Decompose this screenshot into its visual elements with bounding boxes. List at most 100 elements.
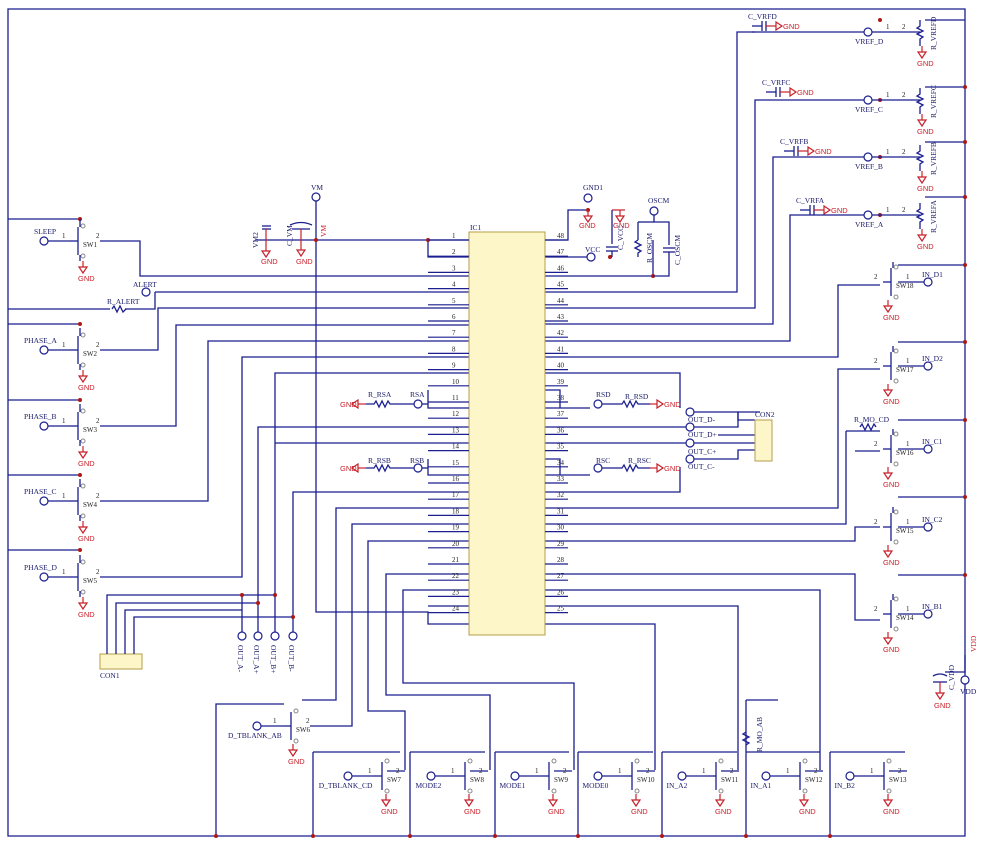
out-a-plus-port[interactable]: [253, 631, 263, 641]
port-phase_a[interactable]: [39, 345, 49, 355]
r-alert-label: R_ALERT: [107, 297, 140, 306]
port-d-tblank-ab[interactable]: [252, 721, 262, 731]
r-rsb-label: R_RSB: [368, 456, 391, 465]
ic1-pin-left-12: 12: [452, 410, 460, 418]
out-a-minus-port[interactable]: [237, 631, 247, 641]
port-mode0[interactable]: [593, 771, 603, 781]
ic1-pin-left-14: 14: [452, 443, 460, 451]
rsc-label: RSC: [596, 456, 610, 465]
out-d-minus-label: OUT_D-: [688, 415, 716, 424]
svg-text:1: 1: [62, 492, 66, 500]
r-rsd-label: R_RSD: [625, 392, 649, 401]
svg-text:2: 2: [874, 357, 878, 365]
port-phase_c[interactable]: [39, 496, 49, 506]
port-phase_b[interactable]: [39, 421, 49, 431]
port-vref_a[interactable]: [863, 210, 873, 220]
port-in_d1[interactable]: [923, 277, 933, 287]
gnd-label: GND: [883, 558, 900, 567]
net-label: MODE1: [500, 781, 526, 790]
vdd-port[interactable]: [960, 675, 970, 685]
res-label: R_VREFB: [929, 142, 938, 175]
out-b-plus-port[interactable]: [270, 631, 280, 641]
port-vref_d[interactable]: [863, 27, 873, 37]
out-c-plus-port[interactable]: [685, 438, 695, 448]
port-in_a2[interactable]: [677, 771, 687, 781]
port-in_d2[interactable]: [923, 361, 933, 371]
ic1-pin-right-26: 26: [557, 588, 565, 596]
port-in_c2[interactable]: [923, 522, 933, 532]
svg-text:2: 2: [902, 91, 906, 99]
vcc-label: VCC: [585, 245, 600, 254]
svg-text:1: 1: [886, 23, 890, 31]
net-label: IN_A2: [667, 781, 688, 790]
ic1-pin-right-43: 43: [557, 313, 565, 321]
port-d_tblank_cd[interactable]: [343, 771, 353, 781]
svg-text:2: 2: [96, 341, 100, 349]
port-mode1[interactable]: [510, 771, 520, 781]
svg-text:1: 1: [886, 148, 890, 156]
out-b-minus-label: OUT_B-: [287, 645, 296, 672]
port-phase_d[interactable]: [39, 572, 49, 582]
svg-text:2: 2: [874, 273, 878, 281]
port-in_b1[interactable]: [923, 609, 933, 619]
vm-port[interactable]: [311, 192, 321, 202]
port-mode2[interactable]: [426, 771, 436, 781]
port-in_c1[interactable]: [923, 444, 933, 454]
gnd-symbol: [916, 176, 928, 185]
svg-text:1: 1: [62, 417, 66, 425]
svg-text:2: 2: [96, 568, 100, 576]
ic1-pin-right-38: 38: [557, 394, 565, 402]
out-b-minus-port[interactable]: [288, 631, 298, 641]
svg-text:2: 2: [646, 767, 650, 775]
rsa-port[interactable]: [413, 399, 423, 409]
alert-port[interactable]: [141, 287, 151, 297]
supply-area: GND1 GND GND VCC C_VCC OSCM R_OSCM C_OSC…: [579, 183, 682, 277]
ic1-pin-left-6: 6: [452, 313, 456, 321]
net-label: PHASE_A: [24, 336, 58, 345]
port-vref_c[interactable]: [863, 95, 873, 105]
port-in_a1[interactable]: [761, 771, 771, 781]
port-in_b2[interactable]: [845, 771, 855, 781]
svg-text:2: 2: [96, 232, 100, 240]
svg-text:2: 2: [396, 767, 400, 775]
oscm-port[interactable]: [649, 206, 659, 216]
c-vcc-label: C_VCC: [616, 226, 625, 250]
gnd-symbol: [547, 799, 559, 808]
port-vref_b[interactable]: [863, 152, 873, 162]
svg-text:2: 2: [479, 767, 483, 775]
svg-text:1: 1: [906, 605, 910, 613]
gnd-label: GND: [917, 242, 934, 251]
r-rsa-label: R_RSA: [368, 390, 392, 399]
svg-text:1: 1: [368, 767, 372, 775]
gnd1-port[interactable]: [583, 193, 593, 203]
vcc-port[interactable]: [586, 252, 596, 262]
rsb-port[interactable]: [413, 463, 423, 473]
net-label: IN_B1: [922, 602, 943, 611]
net-label: IN_A1: [751, 781, 772, 790]
gnd-label: GND: [664, 400, 681, 409]
net-label: PHASE_C: [24, 487, 57, 496]
rsd-port[interactable]: [593, 399, 603, 409]
port-sleep[interactable]: [39, 236, 49, 246]
ic1-pin-right-34: 34: [557, 459, 565, 467]
rsc-port[interactable]: [593, 463, 603, 473]
switch-ref: SW10: [637, 776, 655, 784]
